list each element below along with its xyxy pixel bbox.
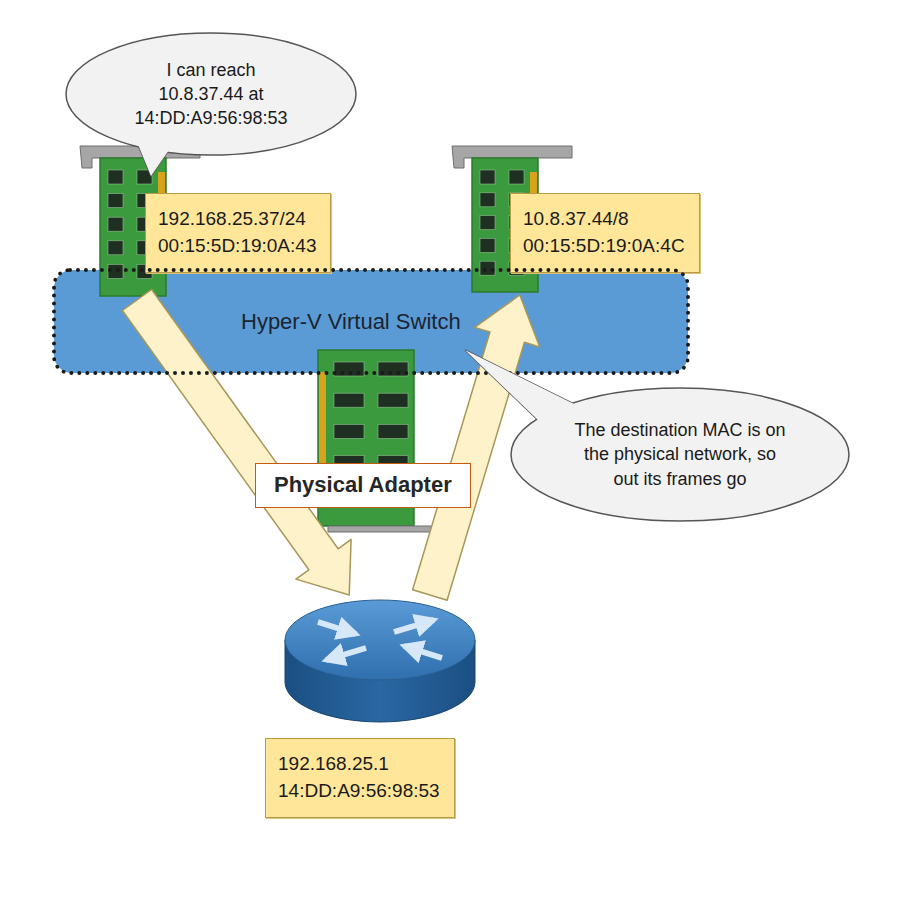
- switch-name: Hyper-V Virtual Switch: [238, 309, 464, 335]
- bubble-text-box: The destination MAC is on the physical n…: [510, 387, 850, 522]
- bubble-tail-fill: [137, 142, 169, 176]
- bubble-text: I can reach 10.8.37.44 at 14:DD:A9:56:98…: [123, 58, 299, 131]
- bubble-text-box: I can reach 10.8.37.44 at 14:DD:A9:56:98…: [65, 32, 357, 156]
- bubble-tail-fill: [465, 350, 576, 422]
- address-note: 192.168.25.37/2400:15:5D:19:0A:43: [145, 193, 331, 273]
- speech-bubble: The destination MAC is on the physical n…: [510, 387, 850, 522]
- chip: [480, 238, 495, 252]
- adapter-label: Physical Adapter: [255, 463, 471, 508]
- virtual-switch: Hyper-V Virtual Switch: [52, 268, 690, 375]
- router-arrow: [404, 646, 442, 658]
- chip: [334, 393, 364, 407]
- chip: [509, 170, 524, 184]
- label-text: Physical Adapter: [274, 472, 452, 498]
- network-adapter: 10.8.37.44/800:15:5D:19:0A:4C: [455, 150, 725, 295]
- chip: [108, 194, 123, 208]
- physical-adapter-card: [318, 350, 440, 552]
- chip: [480, 193, 495, 207]
- address-text: 10.8.37.44/8: [523, 206, 685, 233]
- address-text: 192.168.25.1: [278, 751, 440, 778]
- bubble-tail: [465, 350, 576, 422]
- chip: [480, 216, 495, 230]
- router-arrow: [318, 622, 356, 634]
- chip: [480, 170, 495, 184]
- speech-bubble: I can reach 10.8.37.44 at 14:DD:A9:56:98…: [65, 32, 357, 156]
- router-arrow: [394, 620, 434, 632]
- chip: [108, 217, 123, 231]
- address-text: 192.168.25.37/24: [158, 206, 316, 233]
- card-fingers: [319, 372, 326, 464]
- network-adapter: 192.168.25.37/2400:15:5D:19:0A:43: [98, 150, 358, 300]
- chip: [378, 393, 408, 407]
- block-arrow: [122, 289, 351, 595]
- bubble-ellipse: [66, 33, 356, 155]
- chip: [334, 424, 364, 438]
- network-adapter: 192.168.25.114:DD:A9:56:98:53: [262, 595, 480, 830]
- router-top: [285, 600, 475, 680]
- chip: [108, 241, 123, 255]
- address-note: 192.168.25.114:DD:A9:56:98:53: [265, 738, 455, 818]
- chip: [378, 424, 408, 438]
- address-text: 00:15:5D:19:0A:43: [158, 233, 316, 260]
- address-note: 10.8.37.44/800:15:5D:19:0A:4C: [510, 193, 700, 273]
- chip: [108, 170, 123, 184]
- bubble-text: The destination MAC is on the physical n…: [574, 418, 786, 491]
- address-text: 00:15:5D:19:0A:4C: [523, 233, 685, 260]
- router-icon: [285, 600, 475, 722]
- router-arrow: [326, 648, 366, 660]
- address-text: 14:DD:A9:56:98:53: [278, 778, 440, 805]
